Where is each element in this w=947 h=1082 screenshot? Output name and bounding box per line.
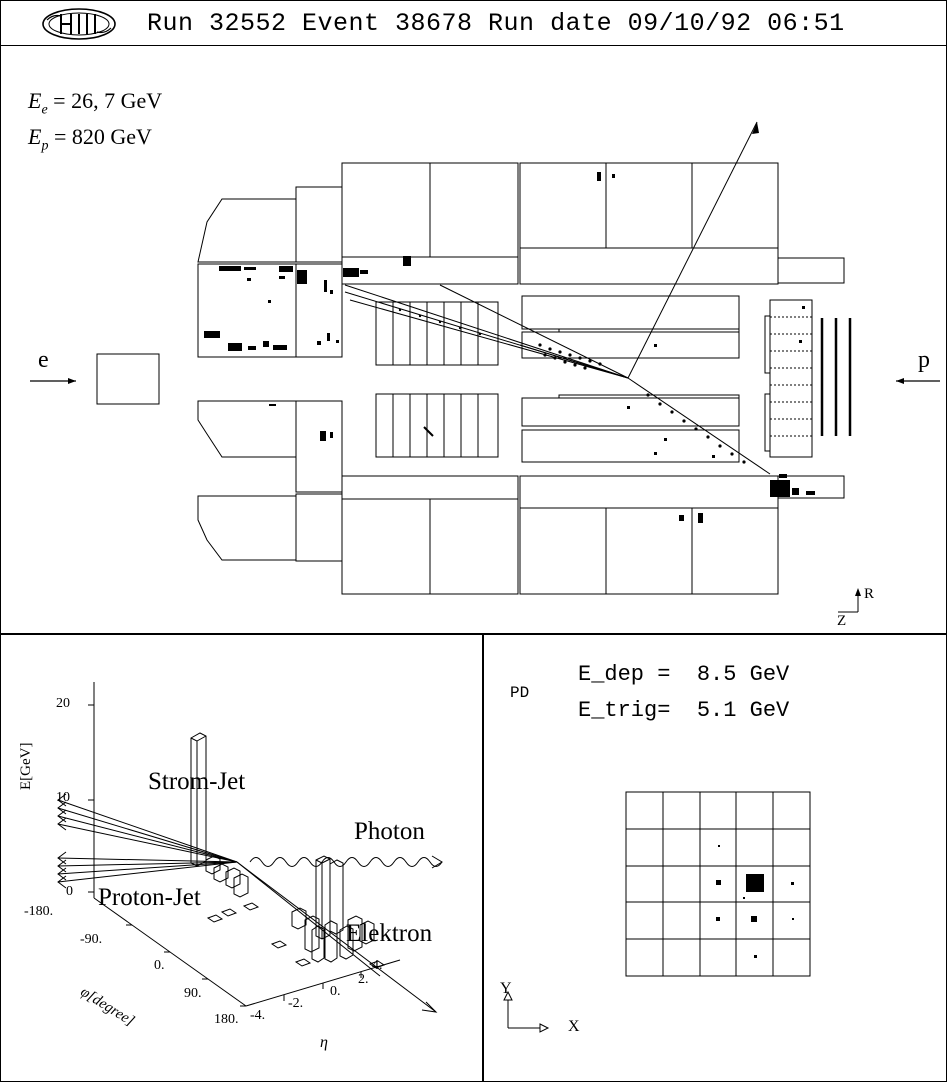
photon-annotation: Photon: [354, 818, 425, 845]
edep-value: 8.5 GeV: [696, 662, 790, 687]
elektron-annotation: Elektron: [346, 920, 433, 947]
etrig-value: 5.1 GeV: [696, 698, 790, 723]
electron-energy-label: Ee = 26, 7 GeV: [28, 88, 163, 118]
edep-label: E_dep =: [578, 662, 671, 687]
lego-etatick-3: 0.: [330, 984, 341, 999]
pd-y-axis-label: Y: [500, 980, 512, 997]
proton-energy-value: 820 GeV: [71, 124, 152, 149]
lego-ylabel: E[GeV]: [18, 742, 34, 790]
etrig-row: E_trig= 5.1 GeV: [578, 698, 789, 723]
lego-phitick-2: -90.: [80, 932, 103, 947]
lego-phitick-4: 90.: [184, 986, 202, 1001]
r-axis-label: R: [864, 586, 875, 602]
lego-phitick-5: 180.: [214, 1012, 239, 1027]
z-axis-label: Z: [837, 613, 847, 629]
electron-beam-label: e: [38, 347, 49, 373]
pd-x-axis-label: X: [568, 1018, 580, 1035]
pd-label: PD: [510, 684, 530, 702]
proton-jet-annotation: Proton-Jet: [98, 884, 201, 911]
lego-phitick-1: -180.: [24, 904, 54, 919]
lego-eta-label: η: [320, 1034, 328, 1051]
edep-row: E_dep = 8.5 GeV: [578, 662, 789, 687]
lego-etatick-4: 2.: [358, 972, 369, 987]
proton-beam-label: p: [918, 347, 930, 373]
strom-jet-annotation: Strom-Jet: [148, 768, 246, 795]
lego-etatick-5: 4.: [372, 958, 383, 973]
run-header-text: Run 32552 Event 38678 Run date 09/10/92 …: [147, 9, 845, 38]
lego-ytick-0: 0: [66, 884, 73, 899]
electron-energy-value: 26, 7 GeV: [71, 88, 163, 113]
lego-etatick-1: -4.: [250, 1008, 266, 1023]
lego-ytick-10: 10: [56, 790, 70, 805]
h1-logo-icon: [42, 8, 116, 40]
lego-ytick-20: 20: [56, 696, 70, 711]
etrig-label: E_trig=: [578, 698, 671, 723]
header-bar: Run 32552 Event 38678 Run date 09/10/92 …: [0, 0, 947, 46]
pd-grid: [503, 791, 811, 1033]
lego-etatick-2: -2.: [288, 996, 304, 1011]
lego-phitick-3: 0.: [154, 958, 165, 973]
proton-energy-label: Ep = 820 GeV: [28, 124, 152, 154]
